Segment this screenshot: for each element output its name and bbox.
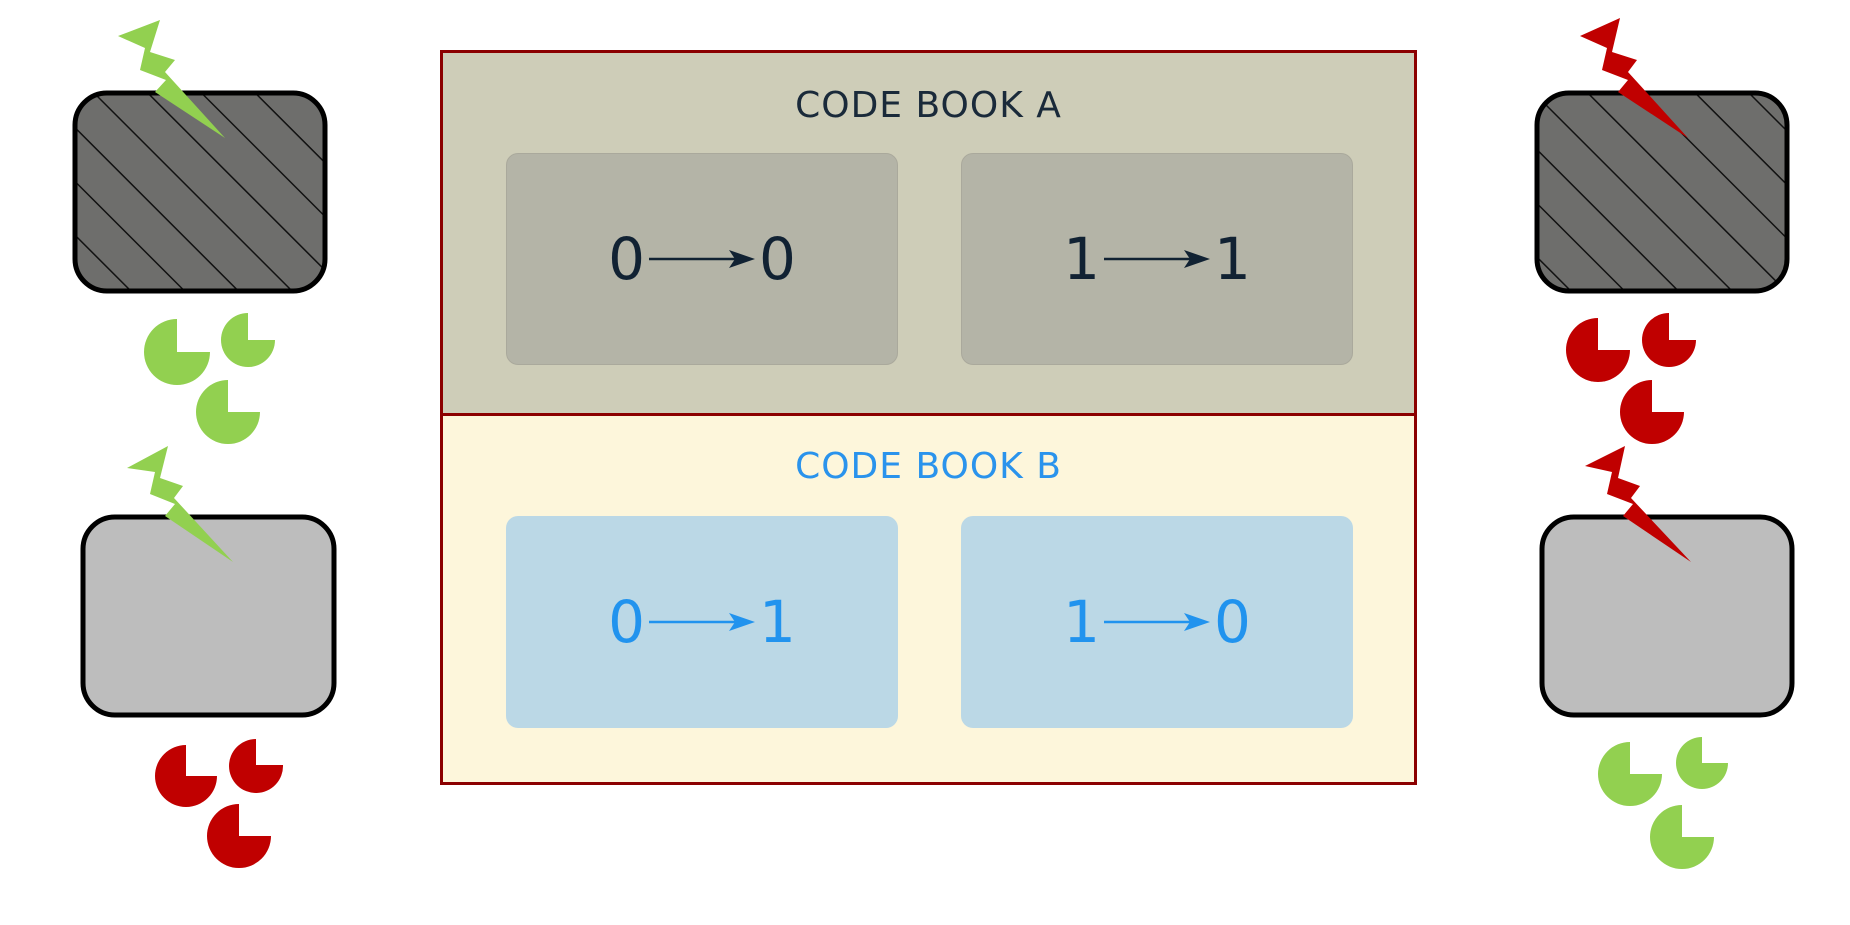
plain-box-bottom-left (80, 514, 337, 718)
pie-token-icon (221, 313, 275, 367)
plain-box-bottom-right (1539, 514, 1795, 718)
mapping-from: 0 (608, 588, 645, 656)
pie-token-icon (196, 380, 260, 444)
red-bolt-icon (1580, 18, 1688, 138)
red-bolt-icon (1585, 446, 1691, 562)
green-token-group-bottom-right (1598, 737, 1728, 869)
arrow-right-icon (649, 250, 755, 268)
arrow-right-icon (649, 613, 755, 631)
mapping-to: 1 (759, 588, 796, 656)
pie-token-icon (229, 739, 284, 793)
pie-token-icon (1566, 318, 1630, 382)
pie-token-icon (144, 319, 210, 385)
code-book-a-title: CODE BOOK A (795, 85, 1062, 126)
pie-token-icon (155, 745, 217, 807)
pie-token-icon (1598, 742, 1662, 806)
hatched-box-top-right (1534, 90, 1790, 294)
pie-token-icon (1676, 737, 1728, 789)
pie-token-icon (1642, 313, 1696, 367)
green-token-group-top-left (144, 313, 275, 444)
pie-token-icon (207, 804, 271, 868)
pie-token-icon (1650, 805, 1714, 869)
mapping-to: 0 (759, 225, 796, 293)
mapping-card: 0 0 (506, 153, 898, 365)
mapping-to: 0 (1214, 588, 1251, 656)
code-book-b-title: CODE BOOK B (795, 446, 1062, 487)
mapping-from: 1 (1063, 588, 1100, 656)
mapping-from: 0 (608, 225, 645, 293)
mapping-to: 1 (1214, 225, 1251, 293)
red-token-group-bottom-left (155, 739, 284, 868)
arrow-right-icon (1104, 613, 1210, 631)
code-book-b: CODE BOOK B 0 1 1 0 (443, 416, 1414, 782)
mapping-from: 1 (1063, 225, 1100, 293)
mapping-card: 0 1 (506, 516, 898, 728)
hatched-box-top-left (72, 90, 328, 294)
mapping-card: 1 1 (961, 153, 1353, 365)
right-panel (1534, 18, 1795, 869)
left-panel (72, 20, 337, 868)
green-bolt-icon (118, 20, 225, 138)
arrow-right-icon (1104, 250, 1210, 268)
red-token-group-top-right (1566, 313, 1696, 444)
code-book-a: CODE BOOK A 0 0 1 1 (443, 53, 1414, 416)
pie-token-icon (1620, 380, 1684, 444)
code-book-frame: CODE BOOK A 0 0 1 1 CODE BO (440, 50, 1417, 785)
mapping-card: 1 0 (961, 516, 1353, 728)
